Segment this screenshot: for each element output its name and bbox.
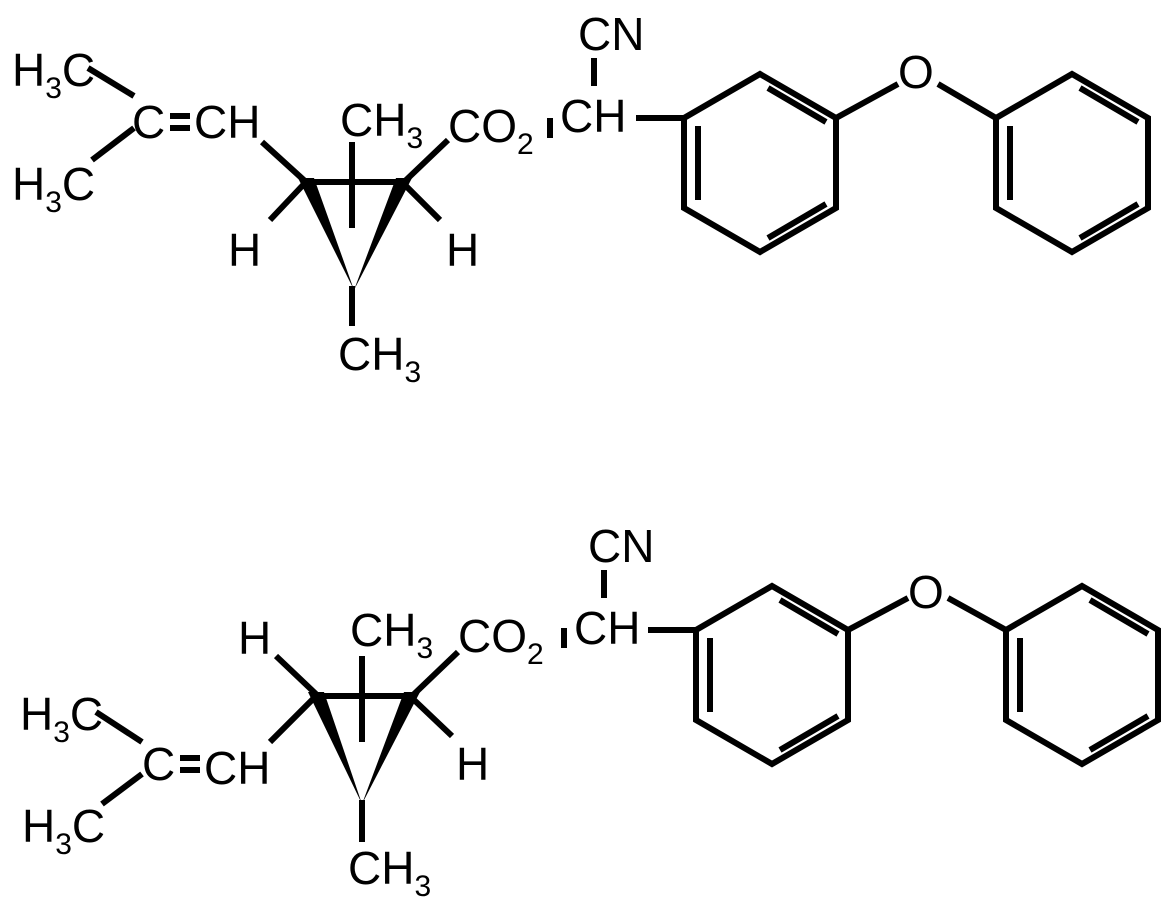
wedge-left <box>298 178 354 290</box>
ring-methyl-lower-label: CH3 <box>348 842 431 903</box>
nitrile-label: CN <box>588 520 654 572</box>
bond-h-right <box>409 695 455 739</box>
bond-ring-ester <box>409 649 461 699</box>
benzene-ring-b <box>993 70 1151 256</box>
bond-ring-ester <box>401 137 451 185</box>
bond-vinyl-ring <box>259 139 309 185</box>
methyl-lower-label: H3C <box>12 158 95 219</box>
benzene-b-inner-2 <box>1088 713 1150 753</box>
bond-h-left <box>273 653 319 697</box>
benzene-ring-b <box>1003 582 1161 768</box>
benzene-a-inner-2 <box>778 713 840 753</box>
wedge-left <box>308 692 362 804</box>
bond-vinyl-ring <box>267 693 319 745</box>
bond-oxygen-ring <box>936 81 998 121</box>
methyl-lower-label: H3C <box>22 800 105 861</box>
nitrile-label: CN <box>578 8 644 60</box>
bond-methyl-upper <box>86 65 136 99</box>
benzene-ring-a <box>681 70 839 256</box>
benzene-b-inner-1 <box>1078 85 1140 125</box>
benzene-b-inner-1 <box>1088 597 1150 637</box>
wedge-right <box>362 692 420 804</box>
bond-h-right <box>401 181 443 223</box>
ether-oxygen-label: O <box>908 566 944 618</box>
benzene-a-inner-1 <box>766 85 828 125</box>
benzene-b-inner-2 <box>1078 201 1140 241</box>
h-left-label: H <box>238 612 271 664</box>
ester-label: CO2 <box>448 100 534 161</box>
benzene-ring-a <box>693 582 851 768</box>
vinyl-carbon-label: C <box>142 738 175 790</box>
ring-methyl-upper-label: CH3 <box>350 604 433 665</box>
bond-methyl-lower <box>100 771 144 807</box>
structure-bottom: H3C H3C C CH CH3 CH3 H H CO2 CH CN <box>20 520 1161 903</box>
vinyl-carbon-label: C <box>132 96 165 148</box>
benzene-a-inner-1 <box>778 597 840 637</box>
bond-ring-oxygen <box>834 81 900 121</box>
methyl-upper-label: H3C <box>20 688 103 749</box>
bond-ring-oxygen <box>846 595 910 633</box>
vinyl-ch-label: CH <box>204 742 270 794</box>
alpha-ch-label: CH <box>574 602 640 654</box>
bond-oxygen-ring <box>946 595 1008 633</box>
alpha-ch-label: CH <box>560 90 626 142</box>
ether-oxygen-label: O <box>898 46 934 98</box>
bond-methyl-lower <box>90 125 136 163</box>
ring-methyl-lower-label: CH3 <box>338 328 421 389</box>
vinyl-ch-label: CH <box>194 96 260 148</box>
bond-methyl-upper <box>94 709 144 745</box>
structure-top: H3C H3C C CH CH3 CH3 H H CO2 CH CN <box>12 8 1151 389</box>
benzene-a-inner-2 <box>766 201 828 241</box>
methyl-upper-label: H3C <box>12 44 95 105</box>
ring-methyl-upper-label: CH3 <box>340 94 423 155</box>
ester-label: CO2 <box>458 610 544 671</box>
bond-h-left <box>267 181 307 223</box>
h-right-label: H <box>456 738 489 790</box>
wedge-right <box>354 178 412 290</box>
h-left-label: H <box>228 224 261 276</box>
h-right-label: H <box>446 224 479 276</box>
